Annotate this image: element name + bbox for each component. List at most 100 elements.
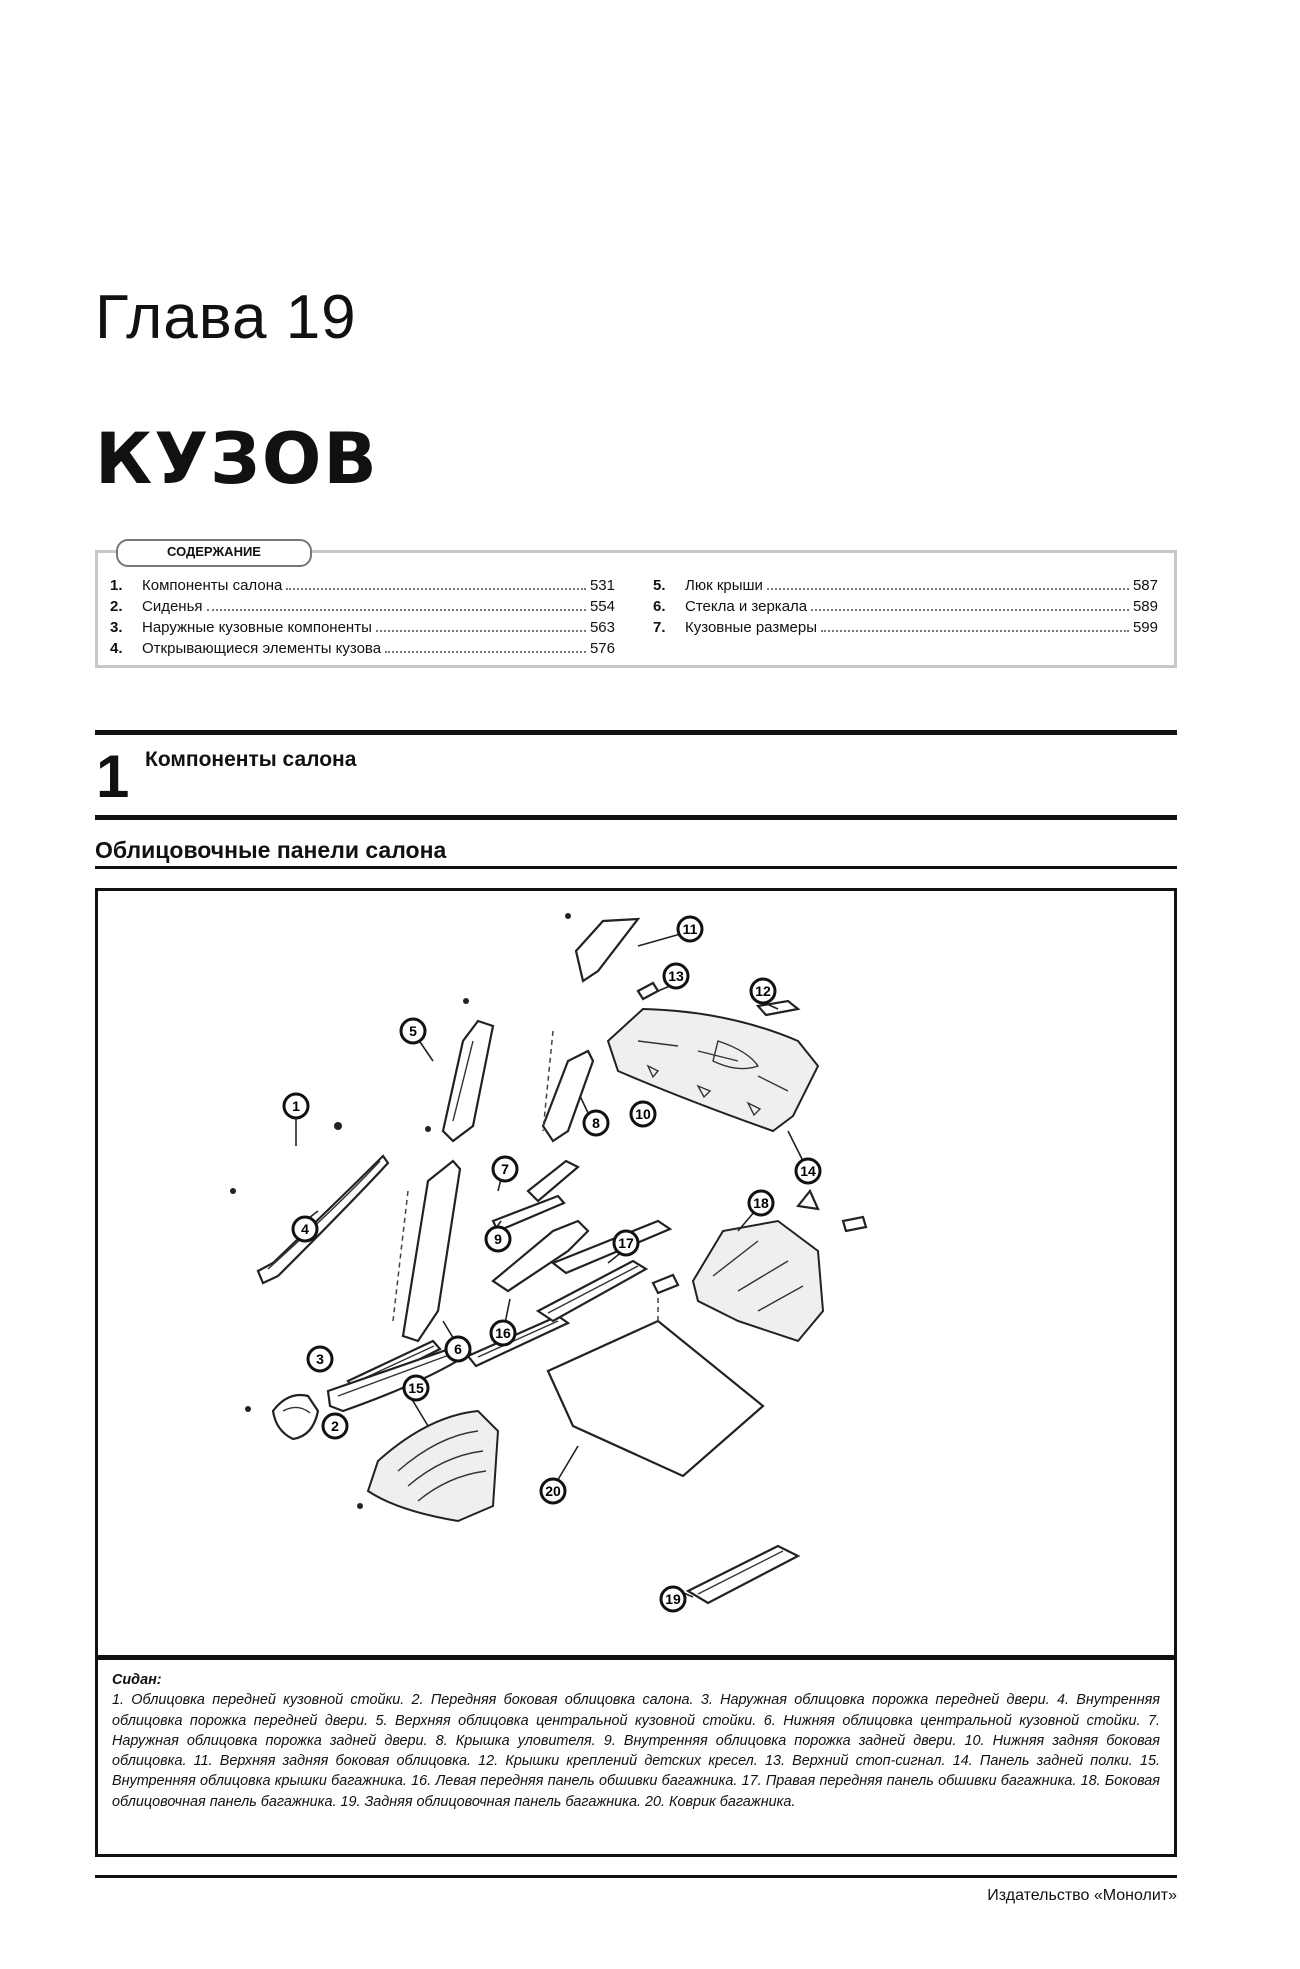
subsection-title: Облицовочные панели салона bbox=[95, 837, 447, 863]
svg-text:20: 20 bbox=[545, 1483, 561, 1499]
toc-item-number: 6. bbox=[653, 598, 666, 615]
toc-item-label: Кузовные размеры bbox=[685, 619, 818, 636]
callout-12: 12 bbox=[749, 977, 777, 1005]
toc-item[interactable]: 3. Наружные кузовные компоненты 563 bbox=[110, 617, 615, 638]
toc-item-number: 7. bbox=[653, 619, 666, 636]
callout-3: 3 bbox=[306, 1345, 334, 1373]
part-child-seat-anchor-covers bbox=[841, 1215, 868, 1233]
footer-rule bbox=[95, 1875, 1177, 1878]
toc-column-right: 5. Люк крыши 587 6. Стекла и зеркала 589… bbox=[653, 575, 1158, 638]
svg-text:6: 6 bbox=[454, 1341, 462, 1357]
toc-item-number: 5. bbox=[653, 577, 666, 594]
svg-text:13: 13 bbox=[668, 968, 684, 984]
svg-text:7: 7 bbox=[501, 1161, 509, 1177]
section-number: 1 bbox=[96, 743, 130, 810]
toc-item-page: 554 bbox=[589, 598, 615, 615]
svg-text:10: 10 bbox=[635, 1106, 651, 1122]
part-upper-center-pillar bbox=[425, 998, 495, 1143]
part-left-front-trunk-panel bbox=[535, 1259, 649, 1323]
part-upper-rear-trim bbox=[491, 1159, 590, 1293]
callout-2: 2 bbox=[321, 1412, 349, 1440]
callout-17: 17 bbox=[612, 1229, 640, 1257]
part-upper-rear-side-trim bbox=[565, 913, 641, 983]
part-inner-rear-sill bbox=[466, 1314, 571, 1368]
toc-item-page: 589 bbox=[1132, 598, 1158, 615]
interior-trim-diagram: 1 2 3 4 5 6 7 8 9 10 11 12 13 14 15 16 1… bbox=[95, 888, 1177, 1658]
caption-title: Сидан: bbox=[112, 1672, 162, 1688]
svg-text:17: 17 bbox=[618, 1235, 634, 1251]
part-lower-center-pillar bbox=[392, 1159, 462, 1343]
callout-18: 18 bbox=[747, 1189, 775, 1217]
svg-text:12: 12 bbox=[755, 983, 771, 999]
svg-text:4: 4 bbox=[301, 1221, 309, 1237]
svg-text:15: 15 bbox=[408, 1380, 424, 1396]
svg-text:14: 14 bbox=[800, 1163, 816, 1179]
caption-text: 1. Облицовка передней кузовной стойки. 2… bbox=[112, 1692, 1160, 1810]
section-title: Компоненты салона bbox=[145, 748, 357, 771]
figure-caption: Сидан: 1. Облицовка передней кузовной ст… bbox=[95, 1657, 1177, 1857]
chapter-title: КУЗОВ bbox=[95, 418, 379, 500]
toc-item-label: Сиденья bbox=[142, 598, 203, 615]
toc-leader bbox=[375, 630, 586, 632]
svg-text:5: 5 bbox=[409, 1023, 417, 1039]
callout-1: 1 bbox=[282, 1092, 310, 1120]
part-trunk-lid-inner-trim bbox=[357, 1409, 500, 1523]
table-of-contents: СОДЕРЖАНИЕ 1. Компоненты салона 531 2. С… bbox=[95, 539, 1177, 668]
toc-column-left: 1. Компоненты салона 531 2. Сиденья 554 … bbox=[110, 575, 615, 659]
svg-text:16: 16 bbox=[495, 1325, 511, 1341]
toc-leader bbox=[385, 651, 586, 653]
toc-item-number: 2. bbox=[110, 598, 123, 615]
part-outer-rear-sill bbox=[491, 1194, 566, 1233]
callout-7: 7 bbox=[491, 1155, 519, 1183]
toc-item-label: Открывающиеся элементы кузова bbox=[142, 640, 382, 657]
callout-6: 6 bbox=[444, 1335, 472, 1363]
toc-leader bbox=[811, 609, 1129, 611]
toc-leader bbox=[821, 630, 1129, 632]
svg-text:3: 3 bbox=[316, 1351, 324, 1367]
callout-4: 4 bbox=[291, 1215, 319, 1243]
part-front-side-trim bbox=[245, 1393, 320, 1441]
svg-text:19: 19 bbox=[665, 1591, 681, 1607]
section-bottom-rule bbox=[95, 815, 1177, 820]
part-front-pillar-trim bbox=[230, 1122, 390, 1285]
part-high-stop-lamp bbox=[636, 981, 660, 1001]
callout-13: 13 bbox=[662, 962, 690, 990]
toc-item[interactable]: 5. Люк крыши 587 bbox=[653, 575, 1158, 596]
toc-item[interactable]: 7. Кузовные размеры 599 bbox=[653, 617, 1158, 638]
part-lower-rear-side-trim bbox=[541, 1030, 595, 1143]
part-trunk-rear-trim-panel bbox=[685, 1544, 801, 1605]
toc-item-page: 531 bbox=[589, 577, 615, 594]
callout-15: 15 bbox=[402, 1374, 430, 1402]
toc-heading: СОДЕРЖАНИЕ bbox=[116, 539, 312, 567]
part-rear-parcel-shelf bbox=[606, 999, 820, 1133]
callout-16: 16 bbox=[489, 1319, 517, 1347]
part-trunk-side-trim-panel bbox=[691, 1188, 825, 1343]
toc-item-number: 1. bbox=[110, 577, 123, 594]
toc-item-label: Люк крыши bbox=[685, 577, 763, 594]
toc-item[interactable]: 1. Компоненты салона 531 bbox=[110, 575, 615, 596]
callout-20: 20 bbox=[539, 1477, 567, 1505]
toc-item[interactable]: 2. Сиденья 554 bbox=[110, 596, 615, 617]
toc-leader bbox=[286, 588, 586, 590]
callout-8: 8 bbox=[582, 1109, 610, 1137]
svg-text:11: 11 bbox=[683, 921, 698, 937]
svg-text:18: 18 bbox=[753, 1195, 769, 1211]
svg-text:1: 1 bbox=[292, 1098, 300, 1114]
toc-leader bbox=[766, 588, 1129, 590]
callout-19: 19 bbox=[659, 1585, 687, 1613]
exploded-view-drawing: 1 2 3 4 5 6 7 8 9 10 11 12 13 14 15 16 1… bbox=[230, 913, 868, 1613]
toc-item-page: 599 bbox=[1132, 619, 1158, 636]
svg-text:8: 8 bbox=[592, 1115, 600, 1131]
toc-item[interactable]: 6. Стекла и зеркала 589 bbox=[653, 596, 1158, 617]
svg-text:2: 2 bbox=[331, 1418, 339, 1434]
callout-10: 10 bbox=[629, 1100, 657, 1128]
callout-11: 11 bbox=[676, 915, 704, 943]
subsection-rule bbox=[95, 866, 1177, 869]
chapter-label: Глава 19 bbox=[95, 283, 357, 352]
toc-item-number: 3. bbox=[110, 619, 123, 636]
part-trunk-mat bbox=[546, 1273, 765, 1478]
callout-14: 14 bbox=[794, 1157, 822, 1185]
toc-item[interactable]: 4. Открывающиеся элементы кузова 576 bbox=[110, 638, 615, 659]
toc-item-page: 563 bbox=[589, 619, 615, 636]
toc-item-page: 576 bbox=[589, 640, 615, 657]
